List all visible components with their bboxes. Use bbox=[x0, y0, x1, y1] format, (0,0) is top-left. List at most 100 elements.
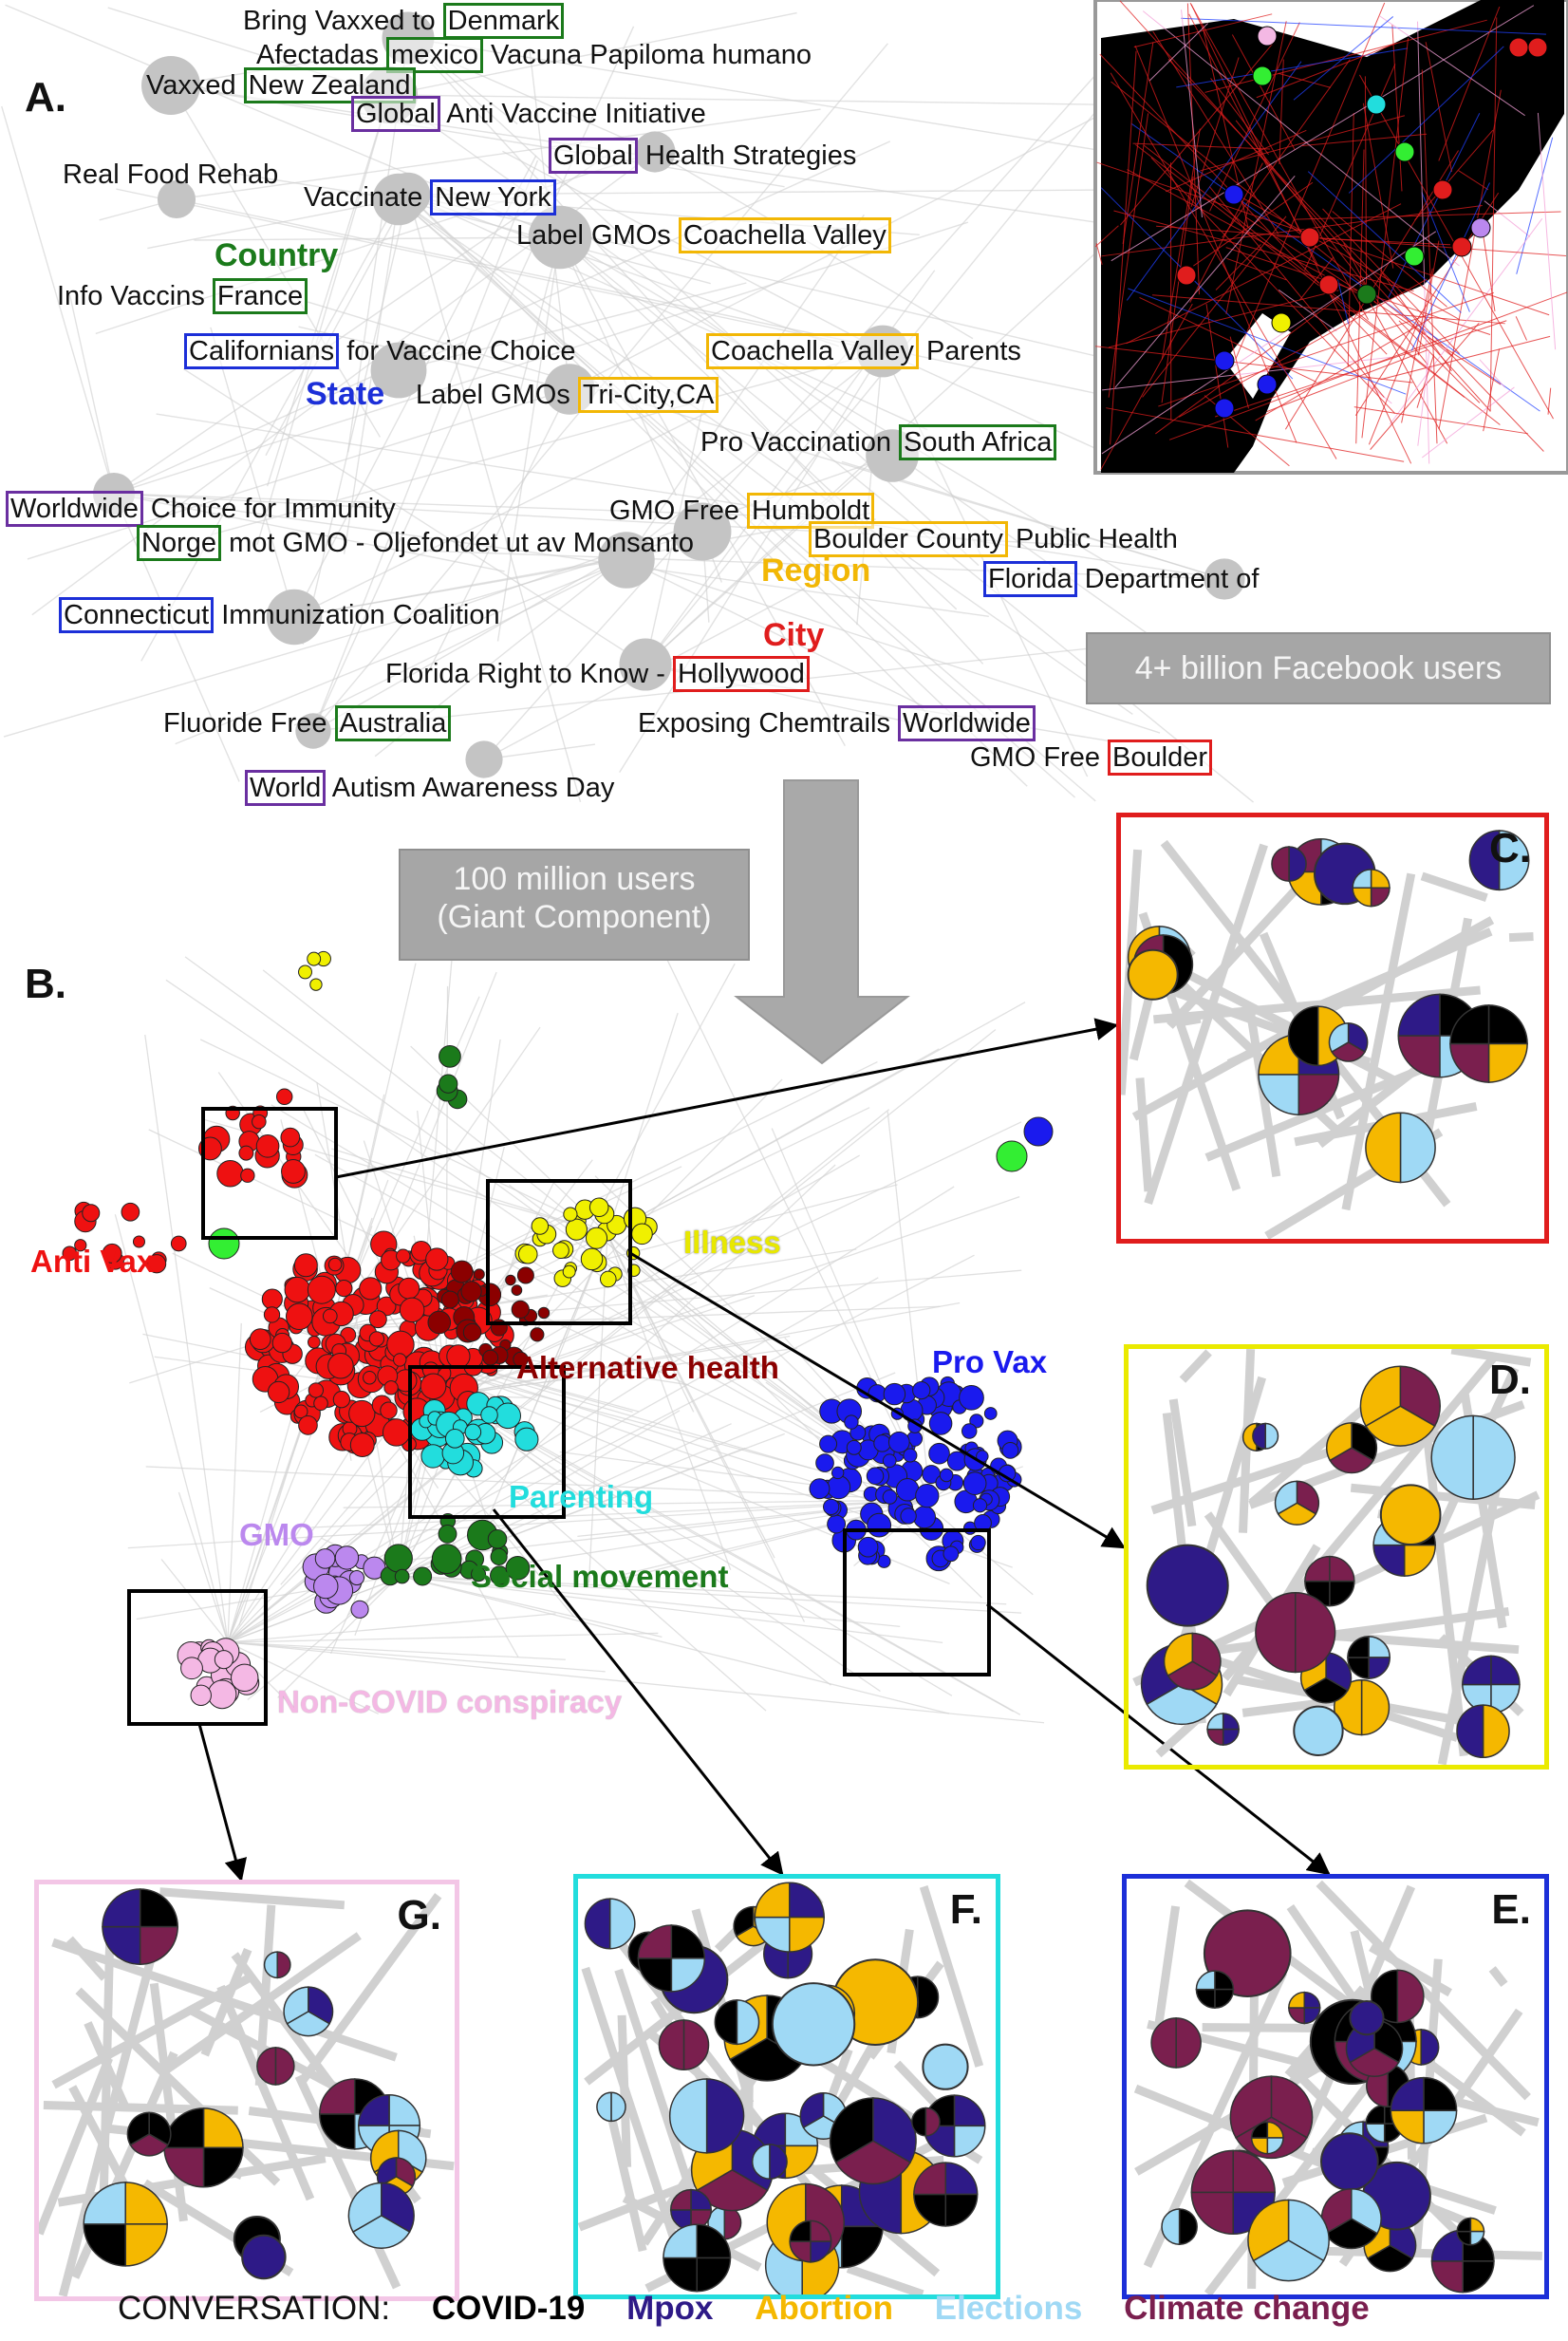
pie-slice bbox=[669, 2188, 692, 2211]
map-edge bbox=[1189, 2, 1369, 321]
network-edge bbox=[607, 1233, 695, 1413]
page-label-box: Global bbox=[351, 96, 440, 132]
pie-slice bbox=[754, 1882, 791, 1919]
map-edge bbox=[1131, 123, 1540, 412]
alt-health-node bbox=[460, 1281, 482, 1302]
pie-slice bbox=[953, 2094, 986, 2127]
pie-slice bbox=[1288, 1005, 1319, 1067]
inset-edge bbox=[919, 1885, 984, 2068]
page-label-post: Department of bbox=[1084, 564, 1260, 594]
inset-g-graph bbox=[39, 1887, 455, 2296]
pie-slice bbox=[834, 2140, 912, 2185]
inset-edge bbox=[1158, 956, 1400, 1086]
parenting-node bbox=[444, 1428, 465, 1449]
map-node bbox=[1432, 179, 1453, 200]
map-node bbox=[1214, 398, 1235, 419]
panel-b-network bbox=[62, 949, 1054, 1726]
pie-slice bbox=[705, 2078, 745, 2154]
pie-slice bbox=[696, 2257, 732, 2293]
network-edge bbox=[127, 1499, 931, 1549]
faint-edge bbox=[425, 388, 570, 676]
pro-vax-node bbox=[815, 1453, 834, 1472]
page-label: Bring Vaxxed to Denmark bbox=[243, 3, 565, 39]
anti-vax-node bbox=[368, 1310, 387, 1329]
network-edge bbox=[227, 1641, 606, 1673]
map-edge bbox=[1489, 17, 1498, 412]
pie-slice bbox=[584, 1898, 611, 1950]
page-label-pre: Info Vaccins bbox=[57, 281, 205, 311]
illness-node bbox=[517, 1244, 538, 1264]
gmo-node bbox=[348, 1569, 364, 1586]
zoom-box bbox=[486, 1179, 632, 1325]
faint-edge bbox=[407, 194, 840, 347]
inset-edge bbox=[1341, 872, 1416, 1211]
pie-slice bbox=[769, 2144, 788, 2181]
cluster-label-pro-vax: Pro Vax bbox=[932, 1344, 1048, 1379]
pie-node bbox=[1349, 2000, 1385, 2036]
pie-slice bbox=[1396, 1969, 1425, 2024]
page-label-post: Public Health bbox=[1015, 524, 1178, 554]
pie-slice bbox=[784, 2144, 819, 2180]
map-edge bbox=[1222, 59, 1351, 238]
pie-slice bbox=[1365, 1112, 1402, 1184]
illness-node bbox=[563, 1207, 578, 1222]
inset-edge bbox=[1350, 1929, 1378, 2010]
page-label-pre: Vaccinate bbox=[304, 182, 423, 213]
map-edge bbox=[1301, 133, 1428, 147]
illness-node bbox=[562, 1264, 576, 1279]
pie-slice bbox=[319, 2078, 356, 2115]
inset-e: E. bbox=[1122, 1874, 1549, 2299]
anti-vax-node bbox=[313, 1395, 328, 1412]
pro-vax-node bbox=[846, 1439, 862, 1455]
zoom-arrow bbox=[197, 1723, 247, 1882]
anti-vax-node bbox=[425, 1247, 449, 1271]
map-edge bbox=[1152, 294, 1505, 325]
alt-health-node bbox=[505, 1274, 516, 1286]
pie-slice bbox=[1462, 2260, 1495, 2294]
alt-health-node bbox=[473, 1268, 485, 1281]
giant-component-box: 100 million users (Giant Component) bbox=[399, 849, 750, 961]
faint-edge bbox=[841, 460, 1225, 580]
page-node bbox=[372, 173, 425, 226]
pie-node bbox=[771, 1982, 856, 2067]
anti-vax-node bbox=[170, 1235, 187, 1252]
panel-b-letter: B. bbox=[25, 961, 66, 1007]
inset-g: G. bbox=[34, 1880, 459, 2301]
pie-slice bbox=[1462, 1655, 1492, 1686]
inset-c-graph bbox=[1121, 830, 1534, 1239]
faint-edge bbox=[496, 236, 561, 642]
map-edge bbox=[1176, 47, 1409, 88]
parenting-node bbox=[480, 1406, 498, 1424]
inset-f-graph bbox=[578, 1882, 986, 2294]
network-edge bbox=[316, 1082, 400, 1577]
page-label: Global Health Strategies bbox=[549, 138, 856, 174]
pro-vax-node bbox=[819, 1434, 838, 1453]
pie-slice bbox=[663, 2223, 698, 2259]
pie-slice bbox=[1274, 1480, 1298, 1515]
cluster-label-illness: Illness bbox=[683, 1225, 781, 1260]
illness-node bbox=[599, 1270, 617, 1288]
pie-slice bbox=[637, 1957, 673, 1993]
anti-vax-node bbox=[238, 1145, 254, 1161]
pie-slice bbox=[124, 2223, 168, 2267]
pie-slice bbox=[1397, 993, 1441, 1037]
inset-edge bbox=[605, 2107, 647, 2252]
network-edge bbox=[331, 1148, 608, 1235]
network-edge bbox=[227, 1641, 379, 1715]
map-edge bbox=[1095, 243, 1103, 265]
category-city: City bbox=[763, 617, 825, 653]
page-label: Pro Vaccination South Africa bbox=[700, 424, 1057, 460]
map-edge bbox=[1379, 15, 1525, 117]
page-label-box: Californians bbox=[184, 333, 340, 369]
network-edge bbox=[445, 1335, 791, 1396]
conspiracy-node bbox=[207, 1679, 237, 1710]
page-label-pre: Pro Vaccination bbox=[700, 427, 891, 458]
map-edge bbox=[1119, 0, 1491, 412]
illness-node bbox=[565, 1218, 588, 1241]
page-label: Label GMOs Coachella Valley bbox=[516, 217, 891, 253]
pro-vax-node bbox=[882, 1489, 898, 1505]
network-edge bbox=[160, 1559, 229, 1643]
map-edge bbox=[1120, 43, 1274, 226]
conspiracy-node bbox=[214, 1650, 233, 1670]
faint-edge bbox=[116, 188, 884, 352]
